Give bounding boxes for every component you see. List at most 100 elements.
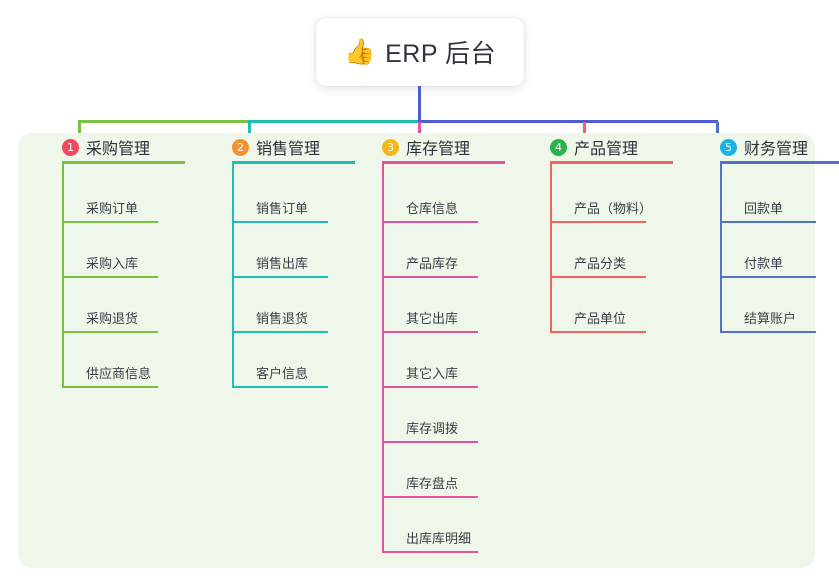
leaf-item[interactable]: 其它出库 xyxy=(382,278,520,333)
branch-spine xyxy=(382,164,384,553)
leaf-item[interactable]: 结算账户 xyxy=(720,278,839,333)
leaf-label: 出库库明细 xyxy=(406,531,472,546)
branch-index-badge: 5 xyxy=(720,138,737,156)
leaf-underline xyxy=(382,221,478,223)
leaf-underline xyxy=(232,331,328,333)
branch-underline xyxy=(62,161,185,164)
leaf-underline xyxy=(720,276,816,278)
root-node[interactable]: 👍 ERP 后台 xyxy=(316,18,524,86)
leaf-item[interactable]: 采购退货 xyxy=(62,278,200,333)
branch-title: 销售管理 xyxy=(256,141,321,158)
leaf-item[interactable]: 采购入库 xyxy=(62,223,200,278)
leaf-item[interactable]: 销售订单 xyxy=(232,168,370,223)
leaf-item[interactable]: 回款单 xyxy=(720,168,839,223)
branch-index-badge: 1 xyxy=(62,138,79,156)
leaf-underline xyxy=(62,221,158,223)
leaf-item[interactable]: 供应商信息 xyxy=(62,333,200,388)
leaf-underline xyxy=(62,331,158,333)
trunk-bar-segment-2 xyxy=(248,120,420,123)
leaf-underline xyxy=(382,551,478,553)
branch-header-4[interactable]: 4 产品管理 xyxy=(528,133,688,161)
branch-underline xyxy=(382,161,505,164)
leaf-list: 采购订单采购入库采购退货供应商信息 xyxy=(62,164,200,388)
leaf-label: 供应商信息 xyxy=(86,366,152,381)
leaf-underline xyxy=(232,221,328,223)
leaf-label: 采购订单 xyxy=(86,201,139,216)
leaf-list: 销售订单销售出库销售退货客户信息 xyxy=(232,164,370,388)
leaf-label: 销售出库 xyxy=(256,256,309,271)
leaf-underline xyxy=(720,331,816,333)
thumbs-up-icon: 👍 xyxy=(343,37,376,66)
leaf-label: 库存调拨 xyxy=(406,421,459,436)
leaf-underline xyxy=(382,441,478,443)
branch-header-5[interactable]: 5 财务管理 xyxy=(698,133,839,161)
leaf-item[interactable]: 销售退货 xyxy=(232,278,370,333)
leaf-item[interactable]: 库存盘点 xyxy=(382,443,520,498)
leaf-label: 采购退货 xyxy=(86,311,139,326)
leaf-underline xyxy=(550,331,646,333)
branch-spine xyxy=(720,164,722,333)
leaf-label: 回款单 xyxy=(744,201,784,216)
branch-index-badge: 4 xyxy=(550,138,567,156)
leaf-list: 产品（物料） 产品分类产品单位 xyxy=(550,164,688,333)
branch-column-5: 5 财务管理回款单付款单结算账户 xyxy=(698,133,839,333)
branch-column-3: 3 库存管理仓库信息产品库存其它出库其它入库库存调拨库存盘点出库库明细 xyxy=(360,133,520,553)
leaf-underline xyxy=(382,331,478,333)
leaf-item[interactable]: 产品库存 xyxy=(382,223,520,278)
leaf-underline xyxy=(232,276,328,278)
leaf-label: 销售退货 xyxy=(256,311,309,326)
leaf-item[interactable]: 产品（物料） xyxy=(550,168,688,223)
branch-header-1[interactable]: 1 采购管理 xyxy=(40,133,200,161)
branch-underline xyxy=(550,161,673,164)
leaf-item[interactable]: 采购订单 xyxy=(62,168,200,223)
leaf-label: 产品（物料） xyxy=(574,201,653,216)
branch-column-1: 1 采购管理采购订单采购入库采购退货供应商信息 xyxy=(40,133,200,388)
branch-index-badge: 3 xyxy=(382,138,399,156)
branch-underline xyxy=(720,161,839,164)
leaf-item[interactable]: 出库库明细 xyxy=(382,498,520,553)
branch-spine xyxy=(550,164,552,333)
branch-title: 采购管理 xyxy=(86,141,151,158)
branch-underline xyxy=(232,161,355,164)
leaf-item[interactable]: 仓库信息 xyxy=(382,168,520,223)
leaf-item[interactable]: 销售出库 xyxy=(232,223,370,278)
leaf-item[interactable]: 其它入库 xyxy=(382,333,520,388)
leaf-underline xyxy=(550,221,646,223)
leaf-underline xyxy=(62,276,158,278)
branch-title: 产品管理 xyxy=(574,141,639,158)
trunk-bar-segment-1 xyxy=(78,120,248,123)
branch-title: 库存管理 xyxy=(406,141,471,158)
leaf-label: 产品单位 xyxy=(574,311,627,326)
leaf-label: 采购入库 xyxy=(86,256,139,271)
branch-header-3[interactable]: 3 库存管理 xyxy=(360,133,520,161)
leaf-underline xyxy=(62,386,158,388)
leaf-label: 付款单 xyxy=(744,256,784,271)
leaf-item[interactable]: 付款单 xyxy=(720,223,839,278)
leaf-underline xyxy=(382,386,478,388)
leaf-item[interactable]: 产品分类 xyxy=(550,223,688,278)
leaf-label: 其它出库 xyxy=(406,311,459,326)
leaf-list: 仓库信息产品库存其它出库其它入库库存调拨库存盘点出库库明细 xyxy=(382,164,520,553)
leaf-item[interactable]: 产品单位 xyxy=(550,278,688,333)
leaf-label: 产品库存 xyxy=(406,256,459,271)
branch-column-4: 4 产品管理产品（物料） 产品分类产品单位 xyxy=(528,133,688,333)
leaf-underline xyxy=(382,276,478,278)
branch-title: 财务管理 xyxy=(744,141,809,158)
leaf-label: 库存盘点 xyxy=(406,476,459,491)
leaf-underline xyxy=(550,276,646,278)
leaf-label: 客户信息 xyxy=(256,366,309,381)
trunk-bar-segment-3 xyxy=(418,120,718,123)
leaf-label: 产品分类 xyxy=(574,256,627,271)
leaf-label: 结算账户 xyxy=(744,311,797,326)
leaf-list: 回款单付款单结算账户 xyxy=(720,164,839,333)
leaf-label: 仓库信息 xyxy=(406,201,459,216)
leaf-item[interactable]: 客户信息 xyxy=(232,333,370,388)
trunk-vertical-connector xyxy=(418,86,421,122)
leaf-item[interactable]: 库存调拨 xyxy=(382,388,520,443)
leaf-label: 其它入库 xyxy=(406,366,459,381)
leaf-label: 销售订单 xyxy=(256,201,309,216)
